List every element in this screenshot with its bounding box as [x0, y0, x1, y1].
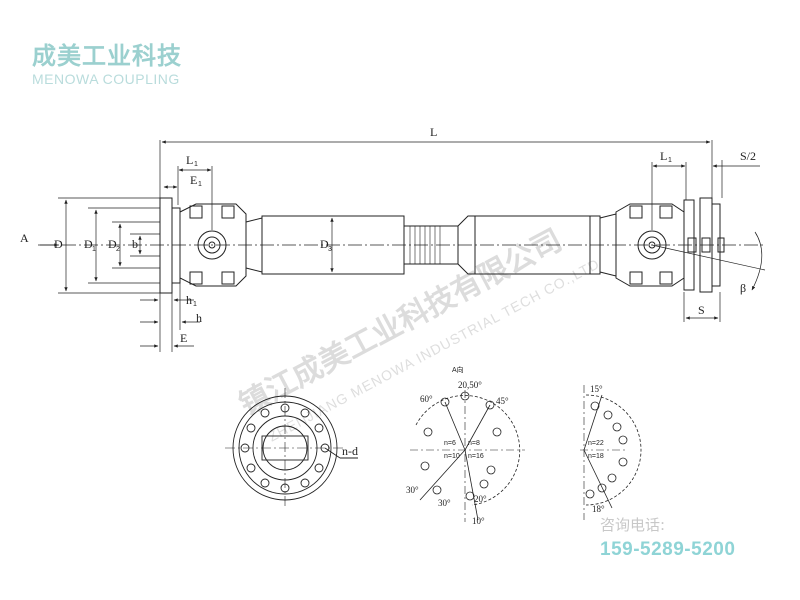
left-flange-plate [159, 197, 173, 294]
brand-name-cn: 成美工业科技 [32, 42, 182, 70]
angle-10: 10° [472, 516, 485, 526]
angle-30-b: 30° [438, 498, 451, 508]
n-label-8: n=8 [468, 440, 480, 447]
dim-h: h [196, 311, 202, 325]
dim-b: b [132, 237, 138, 251]
hole-pattern-a-labels: A向 60° 20,50° 45° 30° 30° 20° 10° n=6 n=… [406, 365, 509, 526]
dimension-lines [38, 140, 766, 352]
left-cross-joint [197, 230, 227, 260]
dim-E1: E [190, 173, 197, 187]
watermark-cn: 镇江成美工业科技有限公司 [234, 223, 568, 423]
angle-60: 60° [420, 394, 433, 404]
angle-15: 15° [590, 384, 603, 394]
dim-D3-sub: 3 [328, 246, 332, 253]
watermark: 镇江成美工业科技有限公司 ZHENJIANG MENOWA INDUSTRIAL… [234, 223, 603, 445]
hole-pattern-a-view [410, 390, 525, 522]
hole-pattern-2 [580, 385, 642, 520]
right-cross-joint [637, 230, 667, 260]
contact-phone: 159-5289-5200 [600, 539, 736, 560]
dim-D3: D [320, 237, 329, 251]
dim-S-half: S/2 [740, 149, 756, 163]
bolt-holes [240, 403, 330, 493]
n-label-22: n=22 [588, 440, 604, 447]
hole-pattern-2-labels: 15° 18° n=22 n=18 [588, 384, 605, 514]
nd-label: n-d [342, 444, 358, 458]
spline-section [403, 225, 459, 265]
dim-h1: h [186, 293, 192, 307]
dim-L1-left: L [186, 153, 193, 167]
n-label-16: n=16 [468, 453, 484, 460]
dim-L1-left-sub: 1 [194, 161, 198, 168]
left-yoke [179, 203, 247, 287]
dim-L: L [430, 125, 437, 139]
brand-logo: 成美工业科技 MENOWA COUPLING [32, 36, 182, 87]
n-label-18: n=18 [588, 453, 604, 460]
view-title: A向 [452, 365, 464, 374]
angle-20: 20° [474, 494, 487, 504]
pattern-2-holes [585, 401, 628, 499]
dim-E1-sub: 1 [198, 181, 202, 188]
dim-D1: D [84, 237, 93, 251]
n-label-6: n=6 [444, 440, 456, 447]
dim-D: D [54, 237, 63, 251]
dim-E: E [180, 331, 187, 345]
angle-18: 18° [592, 504, 605, 514]
contact-block: 咨询电话: 159-5289-5200 [600, 514, 735, 561]
shaft-side-view [40, 197, 765, 294]
dim-A: A [20, 231, 29, 245]
dim-L1-right-sub: 1 [668, 157, 672, 164]
right-flange-1 [683, 199, 695, 291]
dim-S: S [698, 303, 705, 317]
flange-end-view [225, 388, 358, 508]
angle-20-50: 20,50° [458, 380, 482, 390]
dim-D2: D [108, 237, 117, 251]
dim-D1-sub: 1 [92, 246, 96, 253]
dim-beta: β [740, 281, 746, 295]
brand-name-en: MENOWA COUPLING [32, 71, 180, 87]
contact-label: 咨询电话: [600, 516, 666, 534]
angle-45: 45° [496, 396, 509, 406]
n-label-10: n=10 [444, 453, 460, 460]
dim-L1-right: L [660, 149, 667, 163]
dimension-labels: L L 1 L 1 S/2 E 1 A D D 1 D 2 b D 3 h 1 … [20, 125, 756, 345]
pattern-holes [420, 391, 502, 501]
dim-D2-sub: 2 [116, 246, 120, 253]
right-flange-3 [711, 203, 721, 287]
dim-h1-sub: 1 [193, 301, 197, 308]
angle-30-a: 30° [406, 485, 419, 495]
